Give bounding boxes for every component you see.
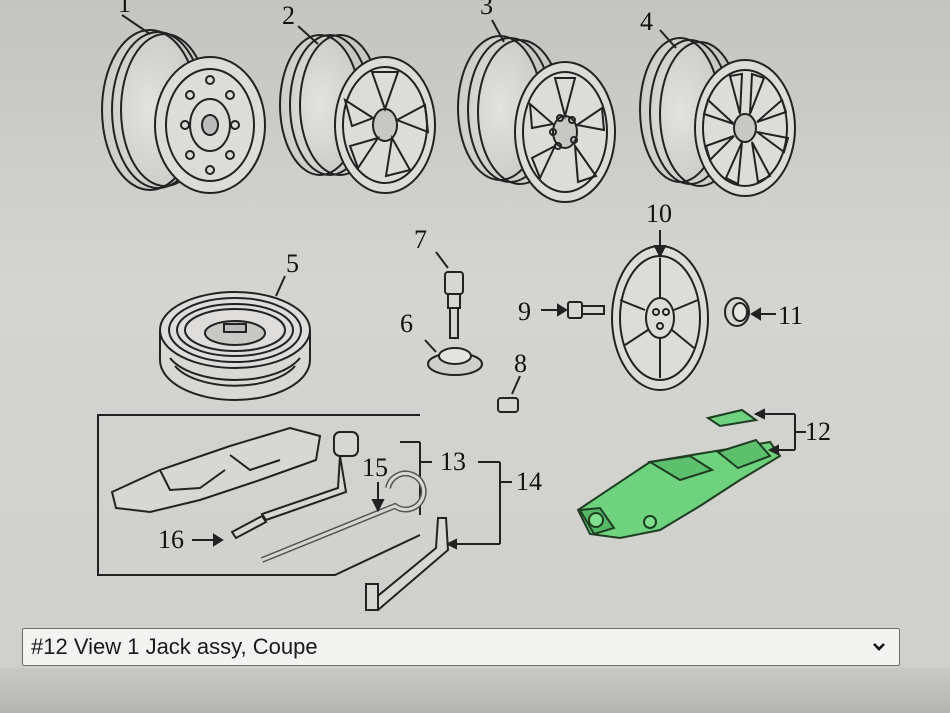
chevron-down-icon[interactable] [859,632,899,662]
part-16-extension-bar[interactable] [192,533,224,547]
part-9-wheel-nut[interactable] [541,301,605,319]
view-selector-dropdown[interactable]: #12 View 1 Jack assy, Coupe [22,628,900,666]
part-8-plug[interactable] [497,375,521,413]
callout-12[interactable]: 12 [805,417,831,446]
callout-4[interactable]: 4 [640,7,653,36]
callout-16[interactable]: 16 [158,525,184,554]
callout-3[interactable]: 3 [480,0,493,20]
part-7-valve-stem[interactable] [435,251,464,339]
part-6-nut-base[interactable] [424,339,483,376]
part-12-jack-highlighted[interactable] [576,408,782,540]
callout-14-leader [445,461,512,550]
callout-8[interactable]: 8 [514,349,527,378]
part-13-wrench[interactable] [230,431,359,540]
view-selector-value: #12 View 1 Jack assy, Coupe [31,634,318,659]
part-1-steel-wheel[interactable] [101,14,266,194]
part-2-alloy-wheel[interactable] [279,25,436,194]
callout-11[interactable]: 11 [778,301,803,330]
callout-15[interactable]: 15 [362,453,388,482]
part-15-jack-handle[interactable] [260,470,427,563]
callout-9[interactable]: 9 [518,297,531,326]
part-4-alloy-wheel[interactable] [639,29,796,197]
callout-14[interactable]: 14 [516,467,542,496]
part-3-alloy-wheel[interactable] [457,19,616,203]
parts-diagram: 1 2 [97,0,831,612]
part-14-lug-wrench[interactable] [365,517,450,612]
callout-13[interactable]: 13 [440,447,466,476]
chevron-down-glyph [873,643,885,651]
callout-7[interactable]: 7 [414,225,427,254]
tool-kit-box [97,414,421,576]
part-11-center-cap[interactable] [724,297,776,327]
part-13-tool-bag[interactable] [110,426,322,514]
callout-12-leader [753,408,806,456]
part-10-wheel-cover[interactable] [611,230,709,391]
callout-6[interactable]: 6 [400,309,413,338]
callout-5[interactable]: 5 [286,249,299,278]
callout-1[interactable]: 1 [118,0,131,18]
bottom-background [0,668,950,713]
callout-10[interactable]: 10 [646,199,672,228]
callout-2[interactable]: 2 [282,1,295,30]
part-5-spare-wheel[interactable] [159,275,311,401]
